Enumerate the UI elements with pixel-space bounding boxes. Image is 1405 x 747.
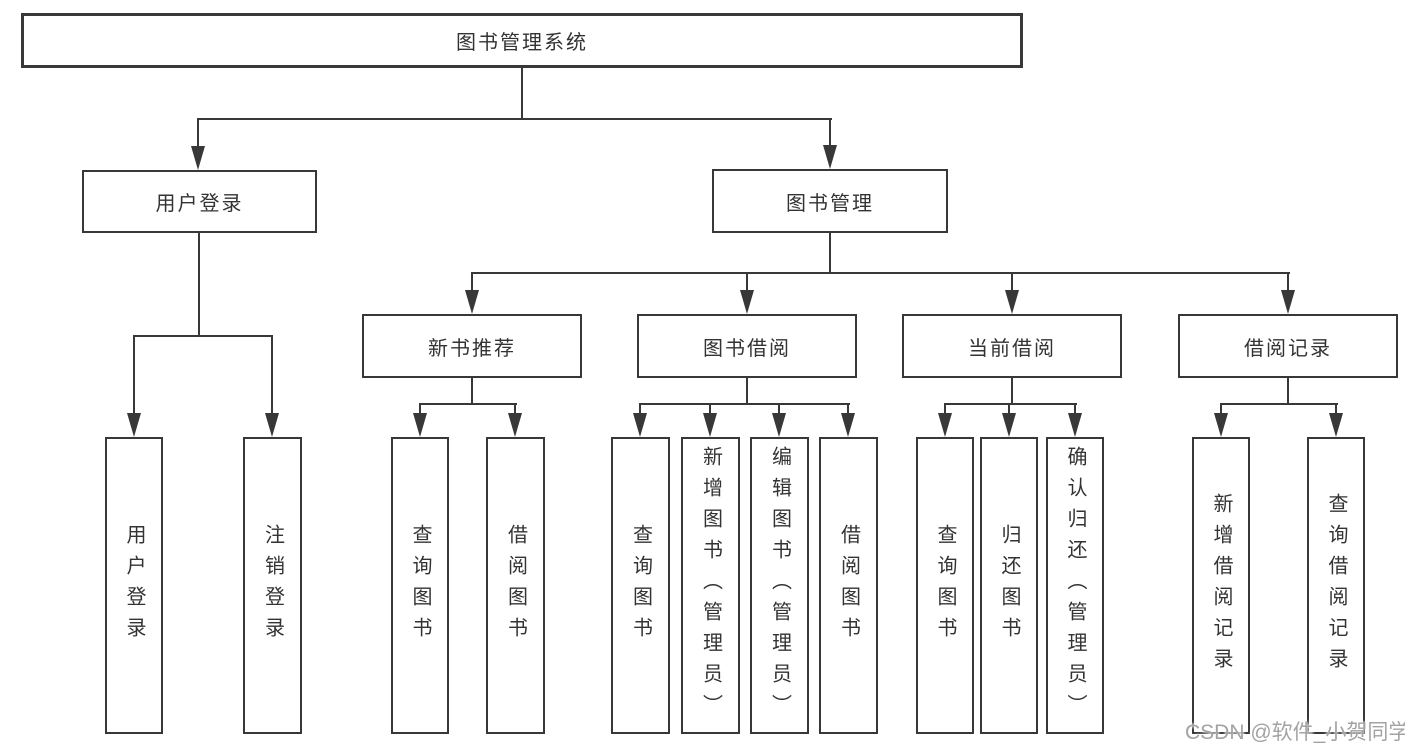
arrowhead-current-query	[938, 413, 952, 437]
connector-to-add-record	[1220, 403, 1222, 415]
connector-to-borrow-records	[1287, 272, 1289, 294]
leaf-add-borrow-record: 新增借阅记录	[1192, 437, 1250, 734]
connector-root-to-user-login	[197, 118, 199, 150]
leaf-borrow-books: 借阅图书	[819, 437, 878, 734]
leaf-edit-books-admin-label: 编辑图书（管理员）	[768, 446, 791, 725]
leaf-current-query-books-label: 查询图书	[934, 523, 956, 648]
node-book-borrow-label: 图书借阅	[703, 337, 791, 360]
node-book-management: 图书管理	[712, 169, 948, 233]
arrowhead-user-login	[191, 146, 205, 170]
node-current-borrow-label: 当前借阅	[968, 337, 1056, 360]
connector-to-recommend-query	[419, 403, 421, 415]
node-root-label: 图书管理系统	[456, 32, 588, 54]
arrowhead-query-record	[1329, 413, 1343, 437]
arrowhead-edit-books	[772, 413, 786, 437]
connector-to-book-borrow	[746, 272, 748, 294]
arrowhead-leaf-logout	[265, 413, 279, 437]
arrowhead-leaf-user-login	[127, 413, 141, 437]
leaf-add-borrow-record-label: 新增借阅记录	[1210, 492, 1232, 679]
connector-to-add-books	[709, 403, 711, 415]
leaf-edit-books-admin: 编辑图书（管理员）	[750, 437, 809, 734]
arrowhead-current-borrow	[1005, 290, 1019, 314]
leaf-borrow-books-label: 借阅图书	[837, 523, 860, 648]
leaf-add-books-admin-label: 新增图书（管理员）	[699, 446, 722, 725]
connector-current-borrow-rail	[944, 403, 1077, 405]
connector-root-to-book-management	[829, 118, 831, 150]
arrowhead-add-books	[703, 413, 717, 437]
node-root: 图书管理系统	[21, 13, 1023, 68]
connector-current-borrow-stem	[1011, 378, 1013, 405]
connector-to-recommend-borrow	[514, 403, 516, 415]
connector-recommend-rail	[419, 403, 517, 405]
connector-borrow-records-stem	[1287, 378, 1289, 405]
node-borrow-records-label: 借阅记录	[1244, 337, 1332, 360]
leaf-return-books-label: 归还图书	[998, 523, 1020, 648]
connector-to-borrow-books	[847, 403, 849, 415]
arrowhead-new-book-recommend	[465, 290, 479, 314]
connector-book-management-stem	[829, 232, 831, 274]
connector-root-rail	[197, 118, 832, 120]
leaf-query-borrow-record-label: 查询借阅记录	[1325, 492, 1347, 679]
node-current-borrow: 当前借阅	[902, 314, 1122, 378]
arrowhead-book-borrow	[740, 290, 754, 314]
arrowhead-return-books	[1002, 413, 1016, 437]
leaf-query-borrow-record: 查询借阅记录	[1307, 437, 1365, 734]
leaf-borrow-query-books-label: 查询图书	[629, 523, 652, 648]
leaf-current-query-books: 查询图书	[916, 437, 974, 734]
arrowhead-recommend-query	[413, 413, 427, 437]
connector-book-borrow-stem	[746, 378, 748, 405]
connector-to-return-books	[1008, 403, 1010, 415]
leaf-recommend-borrow-books: 借阅图书	[486, 437, 545, 734]
connector-to-new-book-recommend	[471, 272, 473, 294]
node-user-login-label: 用户登录	[155, 193, 244, 215]
leaf-borrow-query-books: 查询图书	[611, 437, 670, 734]
leaf-confirm-return-admin: 确认归还（管理员）	[1046, 437, 1104, 734]
connector-borrow-records-rail	[1220, 403, 1338, 405]
node-borrow-records: 借阅记录	[1178, 314, 1398, 378]
leaf-user-login: 用户登录	[105, 437, 163, 734]
connector-to-edit-books	[778, 403, 780, 415]
connector-to-query-record	[1335, 403, 1337, 415]
arrowhead-recommend-borrow	[508, 413, 522, 437]
connector-to-confirm-return	[1074, 403, 1076, 415]
connector-to-borrow-query	[639, 403, 641, 415]
arrowhead-borrow-query	[633, 413, 647, 437]
leaf-recommend-borrow-books-label: 借阅图书	[504, 523, 527, 648]
leaf-add-books-admin: 新增图书（管理员）	[681, 437, 740, 734]
connector-recommend-stem	[471, 378, 473, 405]
arrowhead-add-record	[1214, 413, 1228, 437]
connector-to-current-borrow	[1011, 272, 1013, 294]
leaf-logout: 注销登录	[243, 437, 302, 734]
node-book-management-label: 图书管理	[786, 192, 874, 215]
arrowhead-confirm-return	[1068, 413, 1082, 437]
leaf-logout-label: 注销登录	[261, 523, 284, 648]
leaf-confirm-return-admin-label: 确认归还（管理员）	[1064, 446, 1086, 725]
leaf-recommend-query-books: 查询图书	[391, 437, 449, 734]
arrowhead-book-management	[823, 145, 837, 169]
connector-to-leaf-user-login	[133, 335, 135, 417]
leaf-return-books: 归还图书	[980, 437, 1038, 734]
node-new-book-recommend: 新书推荐	[362, 314, 582, 378]
node-new-book-recommend-label: 新书推荐	[428, 337, 516, 360]
connector-root-stem	[521, 68, 523, 120]
connector-to-current-query	[944, 403, 946, 415]
leaf-recommend-query-books-label: 查询图书	[409, 523, 431, 648]
arrowhead-borrow-books	[841, 413, 855, 437]
connector-to-leaf-logout	[271, 335, 273, 417]
connector-book-management-rail	[471, 272, 1290, 274]
csdn-watermark: CSDN @软件_小贺同学	[1185, 721, 1405, 744]
node-book-borrow: 图书借阅	[637, 314, 857, 378]
node-user-login: 用户登录	[82, 170, 317, 233]
connector-user-login-stem	[198, 233, 200, 337]
leaf-user-login-label: 用户登录	[123, 523, 145, 648]
connector-book-borrow-rail	[639, 403, 850, 405]
connector-user-login-rail	[133, 335, 273, 337]
arrowhead-borrow-records	[1281, 290, 1295, 314]
